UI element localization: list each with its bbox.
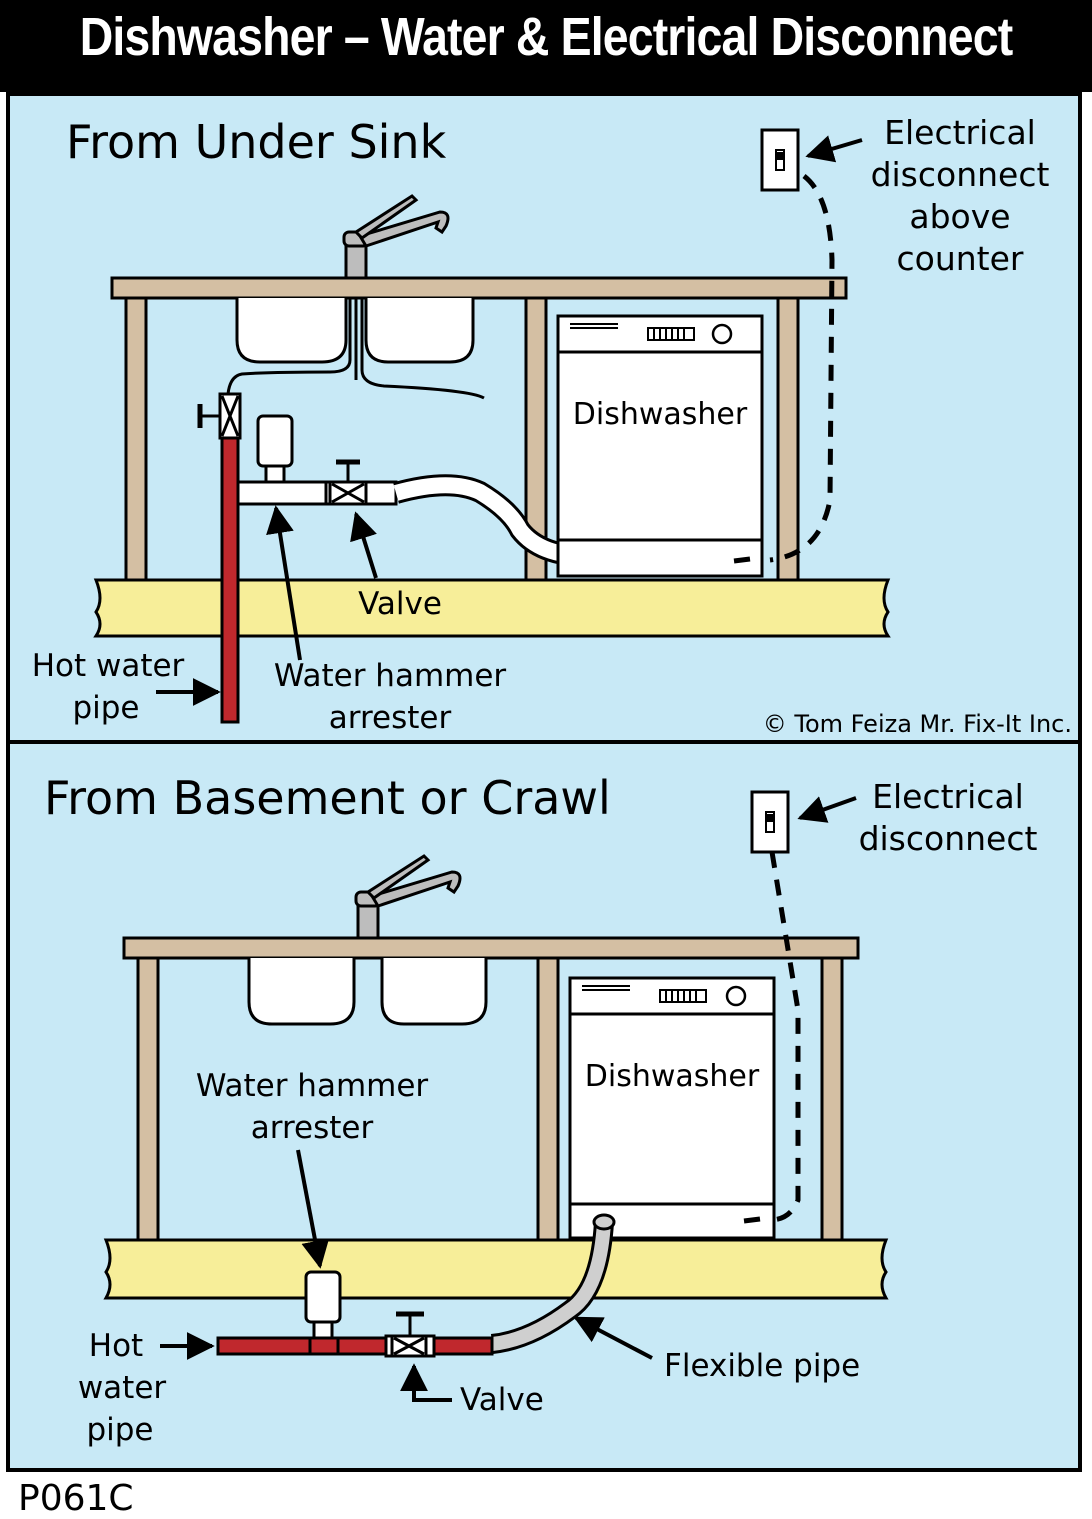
valve-label: Valve [358,586,442,622]
faucet-icon [342,194,450,280]
electrical-label-line-2: disconnect [859,819,1038,858]
hot-water-label-line-1: Hot [89,1328,143,1364]
electrical-cable [769,851,801,1223]
arrow [400,1363,452,1402]
valve-label: Valve [460,1382,544,1418]
electrical-cable [769,174,835,563]
valve-icon [324,459,398,506]
faucet-icon [354,854,462,940]
arrow [350,511,378,579]
switch-icon [750,790,790,854]
switch-icon [760,128,800,192]
sink-bowl [247,958,356,1026]
arrow [573,1316,653,1360]
arrow [797,796,857,823]
sink-bowl [364,298,475,364]
cabinet-leg [820,956,844,1242]
hot-water-pipe [216,1336,494,1356]
sink-bowl [380,958,488,1026]
panel-heading: From Basement or Crawl [44,771,611,825]
supply-lines [226,298,485,400]
hot-water-label-line-2: water [78,1370,167,1406]
hot-water-label-line-2: pipe [72,690,139,726]
dishwasher-label: Dishwasher [585,1059,760,1094]
copyright: © Tom Feiza Mr. Fix-It Inc. [763,710,1072,738]
cabinet-leg [776,296,800,582]
hot-water-label-line-1: Hot water [32,648,185,684]
figure-code: P061C [18,1478,134,1519]
electrical-label-line-4: counter [897,239,1024,278]
arrester-label-line-1: Water hammer [274,658,507,694]
panel-heading: From Under Sink [66,115,447,169]
hot-water-pipe [220,436,240,724]
cabinet-leg [536,956,560,1242]
panel-basement: From Basement or Crawl Dishwas [6,740,1082,1472]
arrow [805,135,863,163]
countertop [122,936,860,960]
floor [103,1238,889,1300]
flexible-pipe-label: Flexible pipe [664,1348,860,1384]
under-sink-diagram: From Under Sink [32,113,1072,738]
dishwasher: Dishwasher [568,976,776,1240]
water-hammer-arrester-icon [304,1270,342,1356]
cabinet-leg [124,296,148,582]
valve-icon [384,1311,436,1358]
electrical-label-line-1: Electrical [872,777,1024,816]
arrow [266,505,302,661]
arrester-label-line-1: Water hammer [196,1068,429,1104]
arrester-label-line-2: arrester [251,1110,374,1146]
flexible-pipe [490,1213,616,1354]
electrical-label-line-1: Electrical [884,113,1036,152]
floor [93,578,891,638]
page-title: Dishwasher – Water & Electrical Disconne… [79,7,1013,67]
title-bar: Dishwasher – Water & Electrical Disconne… [0,0,1092,92]
countertop [110,276,848,300]
shutoff-valve-icon [197,392,242,440]
dishwasher-label: Dishwasher [573,397,748,432]
basement-diagram: From Basement or Crawl Dishwas [44,771,1038,1448]
hot-water-label-line-3: pipe [86,1412,153,1448]
cabinet-leg [136,956,160,1242]
arrester-label-line-2: arrester [329,700,452,736]
dishwasher: Dishwasher [556,314,764,578]
electrical-label-line-2: disconnect [871,155,1050,194]
arrow [296,1149,330,1269]
sink-bowl [235,298,348,364]
panel-under-sink: From Under Sink [6,92,1082,744]
water-hammer-arrester-icon [236,414,328,506]
electrical-label-line-3: above [909,197,1010,236]
